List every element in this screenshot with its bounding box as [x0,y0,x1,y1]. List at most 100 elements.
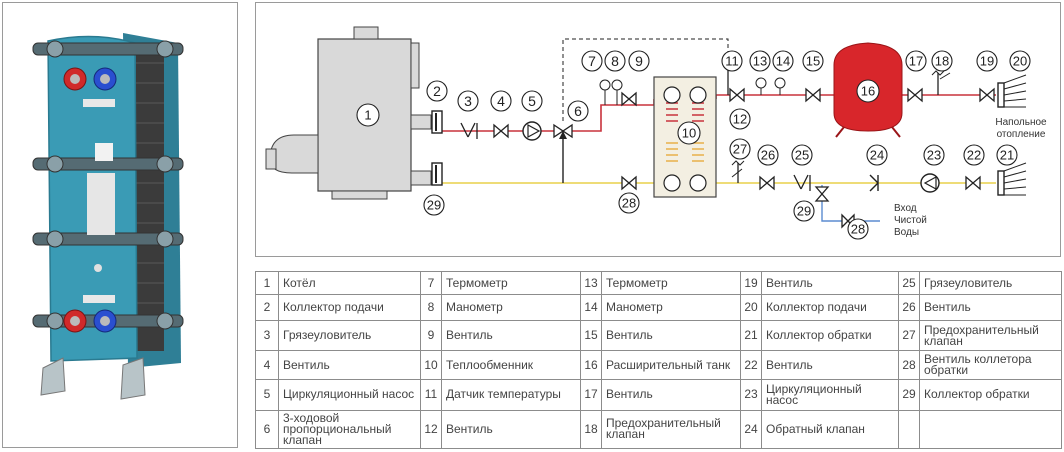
legend-description: Вентиль [761,270,899,296]
legend-description: Коллектор обратки [919,378,1062,411]
svg-text:21: 21 [1000,148,1014,163]
valve-icon [805,87,821,103]
svg-text:26: 26 [761,148,775,163]
legend-description: Грязеуловитель [278,320,421,352]
svg-text:19: 19 [980,54,994,69]
legend-number: 3 [255,320,279,352]
manometer-icon [774,77,786,89]
legend-description: Вентиль коллетора обратки [919,350,1062,380]
legend-number: 1 [255,270,279,296]
svg-text:3: 3 [464,93,472,109]
legend-number: 21 [740,320,762,352]
legend-number: 23 [740,378,762,411]
svg-text:13: 13 [753,54,767,69]
legend-number: 12 [420,409,442,450]
svg-text:17: 17 [909,54,923,69]
open-heating-note-line1: Напольное [995,117,1047,128]
legend-number: 18 [580,409,602,450]
thermometer-icon [599,79,611,91]
legend-number: 19 [740,270,762,296]
legend-description: Коллектор подачи [761,294,899,322]
legend-number: 5 [255,378,279,411]
svg-text:10: 10 [682,126,696,141]
three-way-valve-icon [553,123,573,139]
valve-icon [729,87,745,103]
circulation-pump-icon [522,121,542,141]
plate-heat-exchanger-image [32,33,184,400]
legend-number: 28 [898,350,920,380]
circulation-pump-icon [920,173,940,193]
legend-description: Предохранительный клапан [919,320,1062,352]
legend-description: Манометр [441,294,581,322]
strainer-icon [793,174,811,191]
legend-description: Вентиль [761,350,899,380]
legend-description: Термометр [601,270,741,296]
valve-icon [907,87,923,103]
legend-number: 27 [898,320,920,352]
valve-icon [621,175,637,191]
legend-number: 22 [740,350,762,380]
strainer-icon [460,122,478,139]
legend-description: Коллектор обратки [761,320,899,352]
legend-number: 8 [420,294,442,322]
svg-text:6: 6 [574,103,582,119]
legend-description: Коллектор подачи [278,294,421,322]
supply-collector-icon [997,74,1027,108]
legend-number: 13 [580,270,602,296]
svg-text:22: 22 [967,148,981,163]
legend-description: Манометр [601,294,741,322]
product-photo-panel [2,2,238,448]
legend-description [919,409,1062,450]
svg-text:5: 5 [528,93,536,109]
legend-description: Вентиль [601,378,741,411]
svg-text:14: 14 [776,54,790,69]
valve-icon [759,175,775,191]
svg-text:9: 9 [635,53,643,69]
legend-description: Датчик температуры [441,378,581,411]
legend-description: Котёл [278,270,421,296]
clean-water-note-line3: Воды [894,227,919,238]
svg-text:18: 18 [935,54,949,69]
legend-description: Обратный клапан [761,409,899,450]
boiler [265,26,432,200]
legend-number: 10 [420,350,442,380]
legend-number: 29 [898,378,920,411]
legend-description: Предохранительный клапан [601,409,741,450]
legend-number: 7 [420,270,442,296]
clean-water-note-line1: Вход [894,203,917,214]
legend-number: 11 [420,378,442,411]
valve-icon [979,87,995,103]
svg-text:25: 25 [795,148,809,163]
svg-text:11: 11 [725,54,739,69]
open-heating-note-line2: отопление [997,129,1046,140]
svg-text:16: 16 [861,84,875,99]
valve-icon [621,91,637,107]
legend-number: 25 [898,270,920,296]
legend-number: 15 [580,320,602,352]
legend-number: 2 [255,294,279,322]
legend-number: 17 [580,378,602,411]
legend-description: Вентиль [278,350,421,380]
valve-icon [965,175,981,191]
svg-text:27: 27 [733,142,747,157]
legend-number: 14 [580,294,602,322]
svg-text:29: 29 [797,204,811,219]
legend-description: Грязеуловитель [919,270,1062,296]
legend-number: 16 [580,350,602,380]
legend-description: Циркуляционный насос [278,378,421,411]
legend-description: Теплообменник [441,350,581,380]
svg-text:1: 1 [364,108,371,123]
safety-valve-icon [931,70,951,95]
svg-text:24: 24 [870,148,884,163]
legend-description: Термометр [441,270,581,296]
svg-text:4: 4 [497,93,505,109]
legend-number: 9 [420,320,442,352]
